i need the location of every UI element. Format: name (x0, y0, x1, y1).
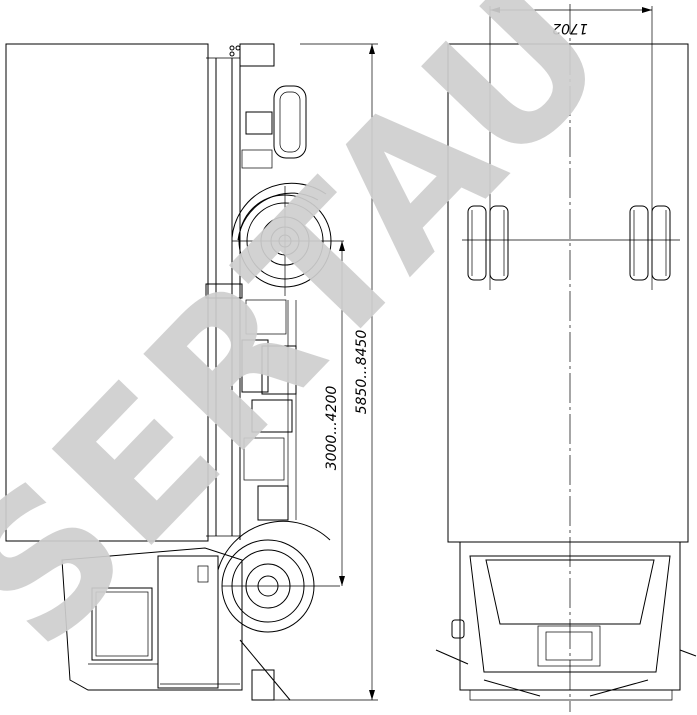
track-width-label: 1702 (552, 20, 588, 36)
side-view (5, 43, 378, 701)
top-cab (435, 541, 697, 701)
overall-length-dimension (300, 43, 378, 701)
overall-length-label: 5850...8450 (354, 330, 370, 415)
rear-wheel (231, 182, 344, 296)
spare-wheel (241, 85, 307, 169)
left-dual-wheels (467, 205, 509, 281)
front-wheel (217, 520, 340, 633)
wheelbase-dimension (339, 241, 345, 586)
watermark-text: SERTAU (0, 0, 650, 689)
chassis-frame (205, 43, 275, 541)
right-dual-wheels (629, 205, 671, 281)
top-view (435, 4, 697, 712)
mirror-left (451, 619, 465, 639)
watermark: SERTAU (0, 0, 650, 689)
wheelbase-label: 3000...4200 (324, 386, 340, 471)
chassis-components (241, 299, 297, 521)
side-cab (61, 547, 300, 701)
